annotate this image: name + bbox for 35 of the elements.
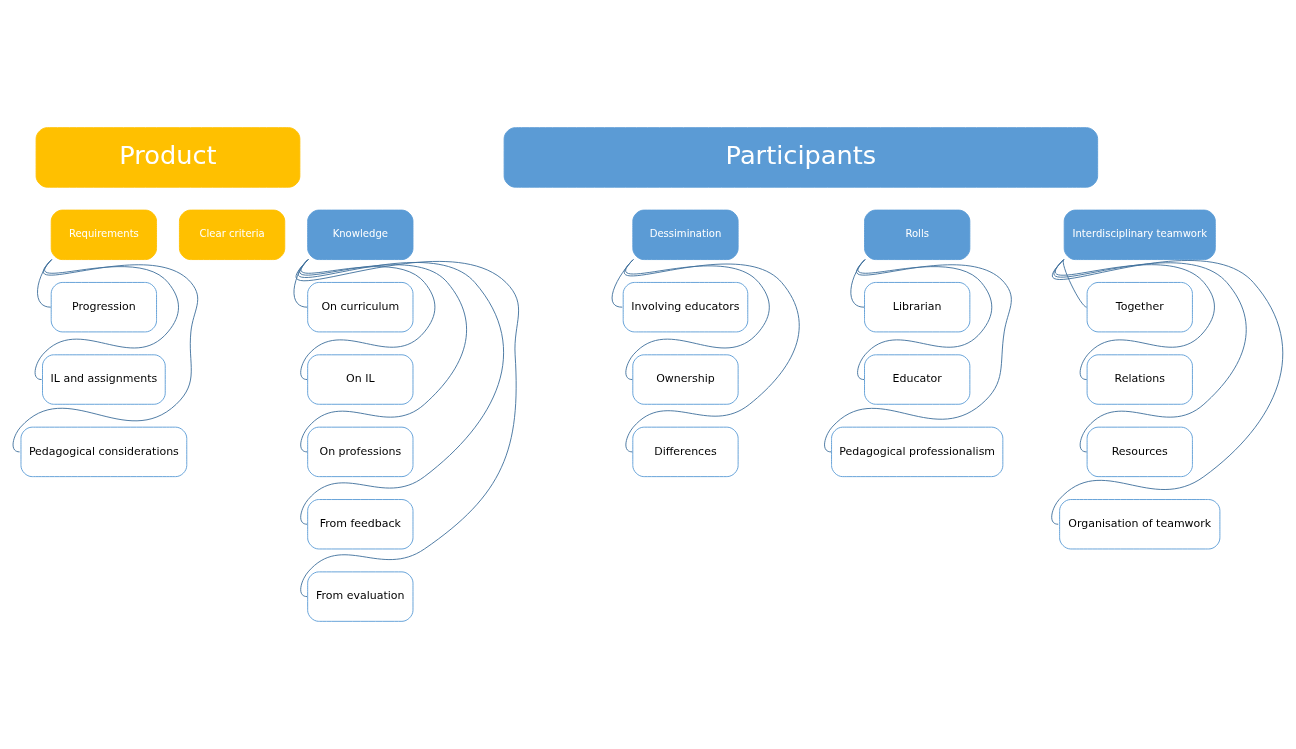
node-box: IL and assignments bbox=[42, 354, 166, 405]
node-box: From evaluation bbox=[307, 571, 414, 622]
node-box: Clear criteria bbox=[178, 209, 286, 260]
node-box: Involving educators bbox=[622, 282, 749, 333]
connector bbox=[824, 259, 1012, 453]
node-box: Educator bbox=[864, 354, 971, 405]
node-box: Organisation of teamwork bbox=[1059, 499, 1221, 550]
node-box: Ownership bbox=[632, 354, 739, 405]
node-box: Rolls bbox=[864, 209, 971, 260]
node-box: Together bbox=[1086, 282, 1193, 333]
node-box: Requirements bbox=[50, 209, 157, 260]
node-box: Pedagogical considerations bbox=[20, 426, 188, 478]
node-box: Pedagogical professionalism bbox=[831, 426, 1004, 478]
connector bbox=[1051, 259, 1284, 525]
node-box: Relations bbox=[1086, 354, 1193, 405]
node-box: Dessimination bbox=[632, 209, 739, 260]
node-box: On IL bbox=[307, 354, 414, 405]
node-box: On professions bbox=[307, 426, 414, 478]
node-box: Interdisciplinary teamwork bbox=[1063, 209, 1216, 260]
connector bbox=[624, 259, 800, 453]
connector bbox=[298, 259, 505, 525]
connector bbox=[296, 259, 520, 598]
node-box: Product bbox=[35, 127, 301, 188]
node-box: Knowledge bbox=[307, 209, 414, 260]
node-box: Resources bbox=[1086, 426, 1193, 478]
connector bbox=[1062, 259, 1088, 308]
connector bbox=[1055, 259, 1215, 380]
node-box: Progression bbox=[50, 282, 157, 333]
node-box: On curriculum bbox=[307, 282, 414, 333]
node-box: Differences bbox=[632, 426, 739, 478]
connector bbox=[1054, 259, 1247, 453]
connector bbox=[12, 259, 199, 453]
node-box: Librarian bbox=[864, 282, 971, 333]
node-box: Participants bbox=[503, 127, 1099, 188]
node-box: From feedback bbox=[307, 499, 414, 550]
